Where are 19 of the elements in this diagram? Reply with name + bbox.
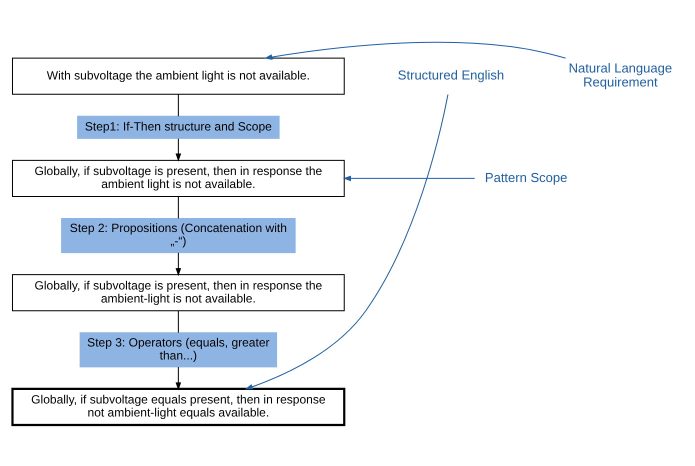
arrow bbox=[264, 41, 566, 60]
node-box: Globally, if subvoltage is present, then in response the ambient-light is not available. bbox=[12, 274, 345, 311]
connector bbox=[178, 196, 179, 218]
node-box: Globally, if subvoltage equals present, then in response not ambient-light equals available. bbox=[11, 387, 346, 426]
arrow bbox=[176, 252, 182, 276]
node-text: Natural Language Requirement bbox=[568, 60, 672, 90]
node-text: Pattern Scope bbox=[484, 169, 568, 184]
node-box: Step 2: Propositions (Concatenation with „-“) bbox=[61, 218, 296, 253]
connector bbox=[178, 310, 179, 333]
node-box: With subvoltage the ambient light is not available. bbox=[12, 57, 345, 94]
node-text: Structured English bbox=[398, 67, 504, 82]
arrow bbox=[176, 138, 182, 162]
connector bbox=[178, 93, 179, 116]
node-box: Step 3: Operators (equals, greater than...) bbox=[80, 332, 278, 367]
node-box: Globally, if subvoltage is present, then in response the ambient light is not available. bbox=[12, 159, 345, 196]
arrow bbox=[244, 93, 448, 389]
arrow bbox=[342, 175, 476, 181]
node-box: Step1: If-Then structure and Scope bbox=[77, 115, 280, 138]
arrow bbox=[176, 366, 182, 390]
